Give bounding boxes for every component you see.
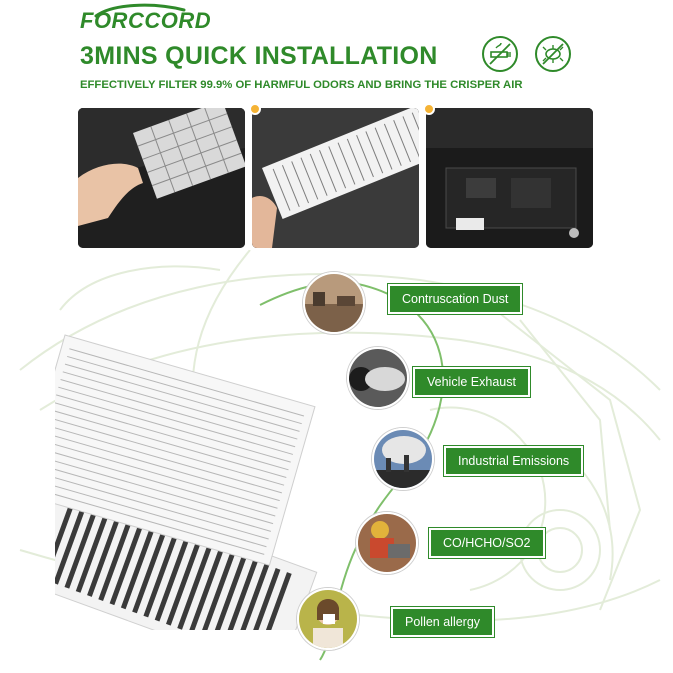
page-title: 3MINS QUICK INSTALLATION <box>80 42 438 70</box>
install-step-1-photo <box>78 108 245 248</box>
install-step-3-photo <box>426 108 593 248</box>
cabin-filter-image <box>55 334 318 630</box>
step-marker-2 <box>249 103 261 115</box>
install-step-2-photo <box>252 108 419 248</box>
label-pollen-allergy: Pollen allergy <box>391 607 495 637</box>
step-marker-1 <box>75 103 87 115</box>
label-industrial-emissions: Industrial Emissions <box>444 446 584 476</box>
construction-dust-photo <box>303 272 365 334</box>
label-co-hcho-so2: CO/HCHO/SO2 <box>429 528 545 558</box>
label-vehicle-exhaust: Vehicle Exhaust <box>413 367 530 397</box>
no-smoke-icon <box>482 36 518 72</box>
brand-logo: FORCCORD <box>80 8 212 33</box>
vehicle-exhaust-photo <box>347 347 409 409</box>
bacteria-icon <box>535 36 571 72</box>
label-construction-dust: Contruscation Dust <box>388 284 523 314</box>
logo-swoosh-icon <box>94 3 186 18</box>
pollen-allergy-photo <box>297 588 359 650</box>
co-hcho-so2-photo <box>356 512 418 574</box>
page-subtitle: EFFECTIVELY FILTER 99.9% OF HARMFUL ODOR… <box>80 79 523 91</box>
step-marker-3 <box>423 103 435 115</box>
industrial-emissions-photo <box>372 428 434 490</box>
